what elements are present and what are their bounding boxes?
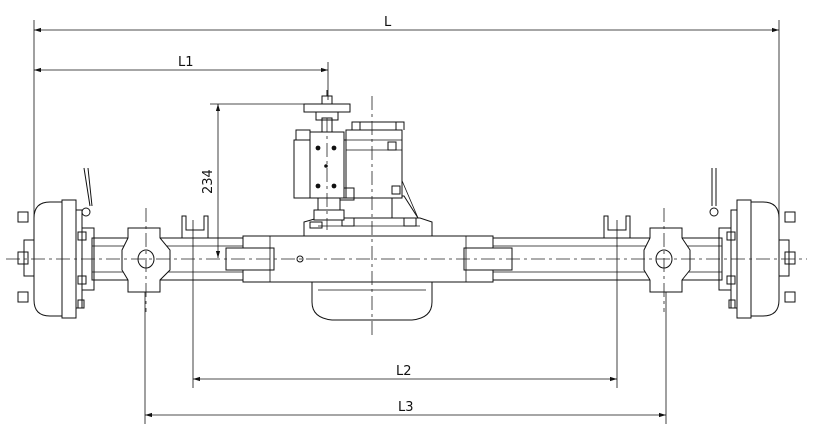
dimension-l-label: L <box>384 15 392 30</box>
hub-right <box>709 168 796 319</box>
dimension-height: 234 <box>201 103 326 258</box>
dimension-l1: L1 <box>34 55 329 100</box>
center-lines <box>6 96 807 336</box>
motor-mount-base <box>303 175 433 237</box>
dimension-l2: L2 <box>192 220 618 388</box>
top-flange <box>303 90 351 121</box>
hub-left <box>17 167 95 319</box>
dimension-l3: L3 <box>144 290 667 424</box>
dimension-l3-label: L3 <box>398 400 414 415</box>
dimension-height-label: 234 <box>201 169 216 194</box>
dimension-l1-label: L1 <box>178 55 194 70</box>
spring-seat-left <box>181 215 209 238</box>
dimension-l2-label: L2 <box>396 364 412 379</box>
dimension-l: L <box>33 15 780 235</box>
differential-housing <box>225 235 513 321</box>
motor-body <box>293 117 405 221</box>
spring-seat-right <box>603 215 631 238</box>
